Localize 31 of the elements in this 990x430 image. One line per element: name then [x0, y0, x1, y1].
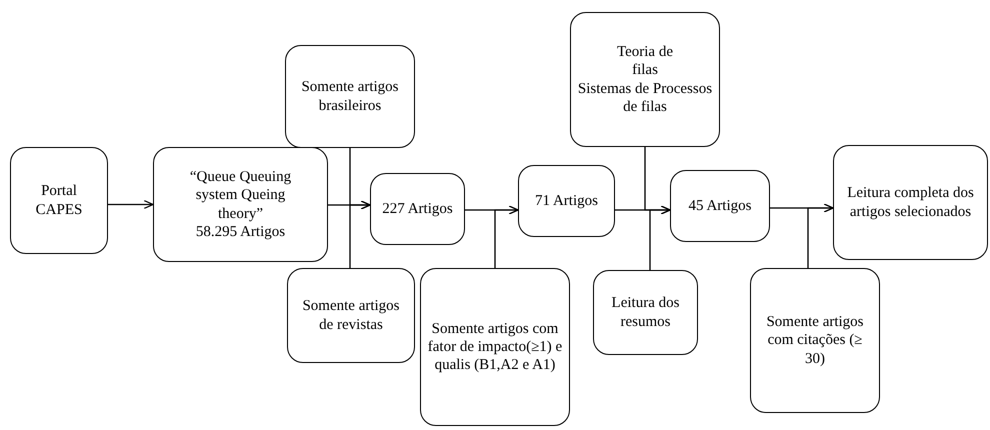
box-text: Somente artigos de revistas [301, 297, 401, 334]
process-box [10, 147, 108, 254]
process-box [593, 270, 698, 355]
process-box [420, 268, 570, 426]
box-text: Somente artigos com fator de impacto(≥1) e qualis (B1,A2 e A1) [427, 320, 563, 374]
process-box [833, 145, 988, 260]
process-box [750, 268, 880, 413]
arrow [649, 205, 671, 270]
arrow [494, 205, 519, 268]
arrow [349, 200, 371, 268]
arrow [807, 203, 834, 268]
process-box [570, 12, 720, 147]
box-text: Teoria de filas [616, 42, 674, 80]
process-box [153, 147, 328, 262]
box-text: Leitura dos resumos [610, 294, 680, 331]
box-text: “Queue Queuing system Queing theory” [188, 168, 292, 223]
process-box [285, 45, 415, 148]
box-text: Portal CAPES [34, 182, 84, 219]
box-text: Somente artigos com citações (≥ 30) [765, 313, 865, 368]
box-text: 45 Artigos [688, 196, 752, 216]
process-box [287, 268, 415, 363]
process-box [670, 170, 770, 242]
box-text: 71 Artigos [535, 192, 598, 210]
box-text: Somente artigos brasileiros [300, 78, 400, 115]
process-box [518, 165, 615, 237]
process-box [370, 173, 465, 245]
box-text: 58.295 Artigos [196, 222, 286, 242]
box-text: Sistemas de Processos de filas [576, 80, 714, 116]
box-text: Leitura completa dos artigos selecionados [846, 184, 975, 221]
arrow [108, 200, 154, 210]
box-text: 227 Artigos [382, 200, 453, 218]
